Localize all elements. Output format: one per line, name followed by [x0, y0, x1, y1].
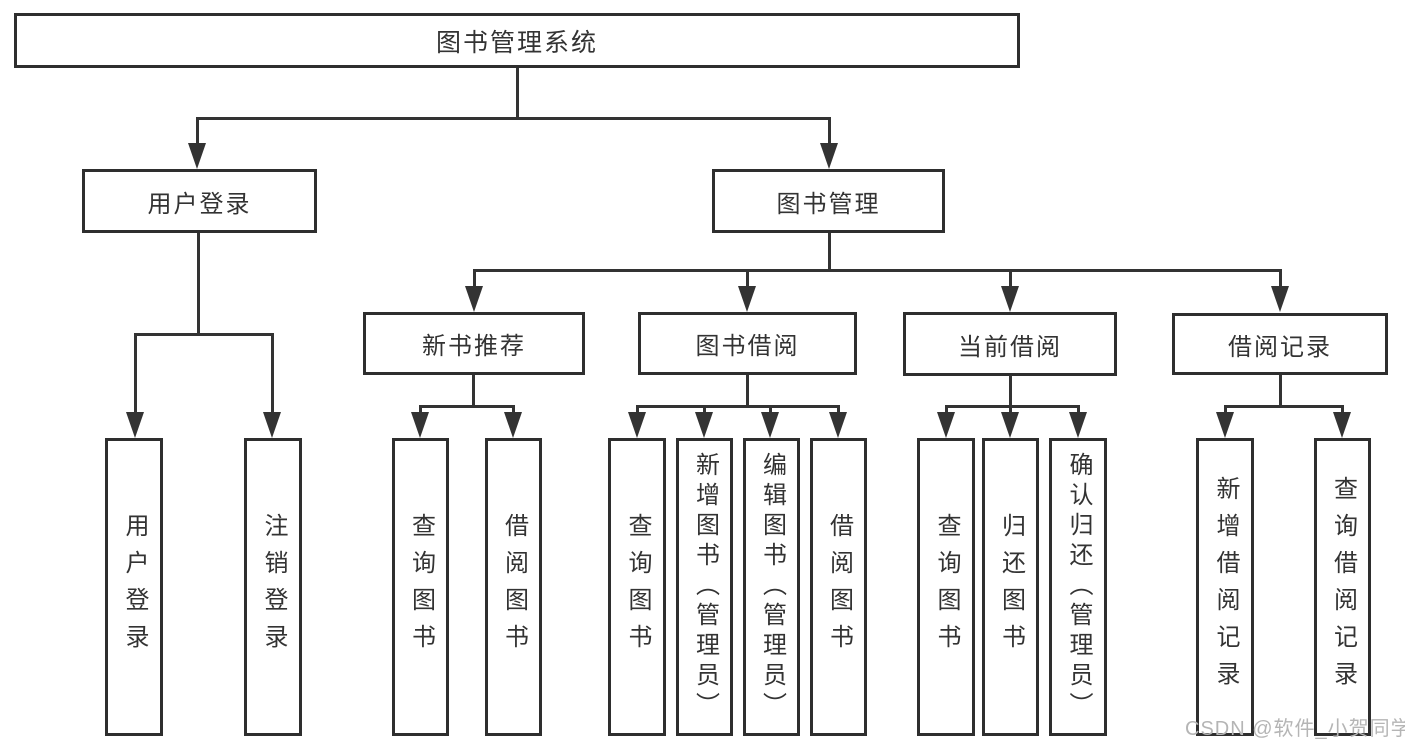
node-book-mgmt: 图书管理	[712, 169, 945, 233]
arrowhead-book-borrow	[738, 286, 756, 312]
connector-drop-user-login	[196, 117, 199, 146]
node-leaf-nbr-query-books: 查询图书	[392, 438, 449, 736]
connector-drop-leaf-user-login	[134, 333, 137, 413]
arrowhead-nbr-borrow	[504, 412, 522, 438]
node-user-login: 用户登录	[82, 169, 317, 233]
connector-root-bar	[197, 117, 831, 120]
arrowhead-bb-edit	[761, 412, 779, 438]
arrowhead-borrow-record	[1271, 286, 1289, 312]
arrowhead-new-book-rec	[465, 286, 483, 312]
arrowhead-nbr-query	[411, 412, 429, 438]
node-leaf-logout: 注销登录	[244, 438, 302, 736]
connector-current-borrow-stem	[1009, 375, 1012, 407]
node-leaf-cb-confirm-return-admin: 确认归还（管理员）	[1049, 438, 1107, 736]
connector-new-book-rec-stem	[472, 375, 475, 407]
node-leaf-br-query-record: 查询借阅记录	[1314, 438, 1371, 736]
connector-book-mgmt-stem	[828, 233, 831, 271]
node-leaf-cb-query-books: 查询图书	[917, 438, 975, 736]
connector-drop-new-book-rec	[473, 269, 476, 288]
node-borrow-record: 借阅记录	[1172, 313, 1388, 375]
node-leaf-bb-query-books: 查询图书	[608, 438, 666, 736]
connector-borrow-record-bar	[1224, 405, 1344, 408]
connector-drop-leaf-logout	[271, 333, 274, 413]
connector-new-book-rec-bar	[419, 405, 515, 408]
arrowhead-cb-query	[937, 412, 955, 438]
connector-book-borrow-bar	[636, 405, 840, 408]
connector-drop-bb-borrow	[837, 405, 840, 414]
arrowhead-cb-confirm	[1069, 412, 1087, 438]
arrowhead-bb-borrow	[829, 412, 847, 438]
node-leaf-br-add-record: 新增借阅记录	[1196, 438, 1254, 736]
node-new-book-rec: 新书推荐	[363, 312, 585, 375]
connector-drop-nbr-borrow	[512, 405, 515, 414]
connector-borrow-record-stem	[1279, 375, 1282, 407]
connector-drop-bb-add	[703, 405, 706, 414]
connector-book-borrow-stem	[746, 375, 749, 407]
connector-user-login-stem	[197, 233, 200, 335]
connector-drop-cb-query	[945, 405, 948, 414]
connector-drop-book-mgmt	[828, 117, 831, 146]
node-current-borrow: 当前借阅	[903, 312, 1117, 376]
connector-drop-book-borrow	[746, 269, 749, 288]
connector-drop-bb-query	[636, 405, 639, 414]
node-leaf-user-login: 用户登录	[105, 438, 163, 736]
csdn-watermark: CSDN @软件_小贺同学	[1185, 718, 1405, 740]
arrowhead-current-borrow	[1001, 286, 1019, 312]
arrowhead-br-add	[1216, 412, 1234, 438]
connector-user-login-bar	[134, 333, 274, 336]
node-leaf-nbr-borrow-books: 借阅图书	[485, 438, 542, 736]
arrowhead-br-query	[1333, 412, 1351, 438]
connector-current-borrow-bar	[945, 405, 1080, 408]
connector-drop-nbr-query	[419, 405, 422, 414]
connector-book-mgmt-bar	[473, 269, 1282, 272]
node-leaf-bb-borrow-books: 借阅图书	[810, 438, 867, 736]
arrowhead-leaf-user-login	[126, 412, 144, 438]
connector-drop-br-query	[1341, 405, 1344, 414]
connector-drop-br-add	[1224, 405, 1227, 414]
connector-drop-bb-edit	[769, 405, 772, 414]
node-root-system: 图书管理系统	[14, 13, 1020, 68]
node-leaf-bb-edit-books-admin: 编辑图书（管理员）	[743, 438, 800, 736]
node-leaf-cb-return-books: 归还图书	[982, 438, 1039, 736]
connector-drop-cb-return	[1009, 405, 1012, 414]
node-book-borrow: 图书借阅	[638, 312, 857, 375]
node-leaf-bb-add-books-admin: 新增图书（管理员）	[676, 438, 733, 736]
connector-drop-borrow-record	[1279, 269, 1282, 288]
arrowhead-cb-return	[1001, 412, 1019, 438]
arrowhead-bb-add	[695, 412, 713, 438]
connector-root-stem	[516, 68, 519, 118]
arrowhead-bb-query	[628, 412, 646, 438]
arrowhead-book-mgmt	[820, 143, 838, 169]
connector-drop-current-borrow	[1009, 269, 1012, 288]
connector-drop-cb-confirm	[1077, 405, 1080, 414]
arrowhead-user-login	[188, 143, 206, 169]
arrowhead-leaf-logout	[263, 412, 281, 438]
